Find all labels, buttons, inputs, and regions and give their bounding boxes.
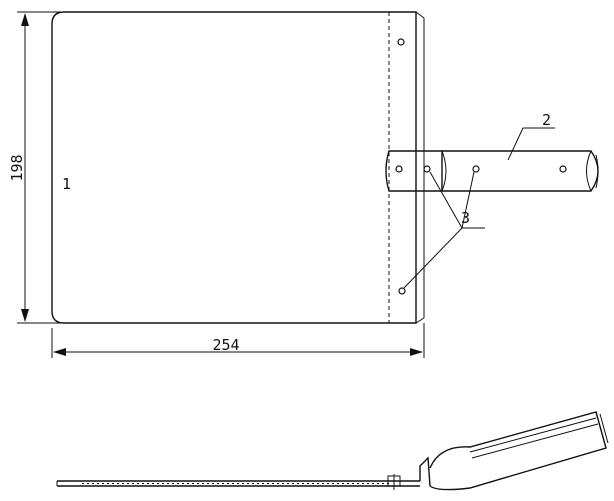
- side-view: [56, 411, 609, 491]
- rivet-hole-bottom: [398, 287, 406, 295]
- socket-bend: [419, 456, 431, 487]
- leader-3: [403, 171, 485, 289]
- handle-tube: [442, 150, 599, 192]
- height-dimension: 198: [8, 11, 64, 324]
- handle-socket: [385, 150, 599, 192]
- part-label-2: 2: [542, 111, 551, 129]
- height-dimension-label: 198: [8, 154, 26, 181]
- leader-2: [507, 127, 555, 161]
- width-dimension-label: 254: [212, 336, 239, 354]
- part-label-3: 3: [461, 209, 470, 227]
- socket-hole-4: [559, 165, 567, 173]
- tube-seam-curve: [441, 150, 447, 192]
- blade-outline: [51, 11, 417, 324]
- edge-return-top: [415, 11, 425, 19]
- rivet-hole-top: [397, 38, 405, 46]
- width-dimension: 254: [51, 323, 425, 358]
- socket-hole-2: [423, 165, 431, 173]
- folded-edge-strip: [388, 11, 417, 324]
- edge-return-bottom: [415, 317, 425, 324]
- socket-hole-3: [472, 165, 480, 173]
- part-label-1: 1: [62, 175, 71, 193]
- handle-side-view: [429, 411, 609, 491]
- socket-hole-1: [395, 165, 403, 173]
- tube-end-cap: [586, 150, 599, 192]
- socket-collar: [385, 150, 443, 192]
- top-view: 1 2 3 198 254: [8, 11, 599, 358]
